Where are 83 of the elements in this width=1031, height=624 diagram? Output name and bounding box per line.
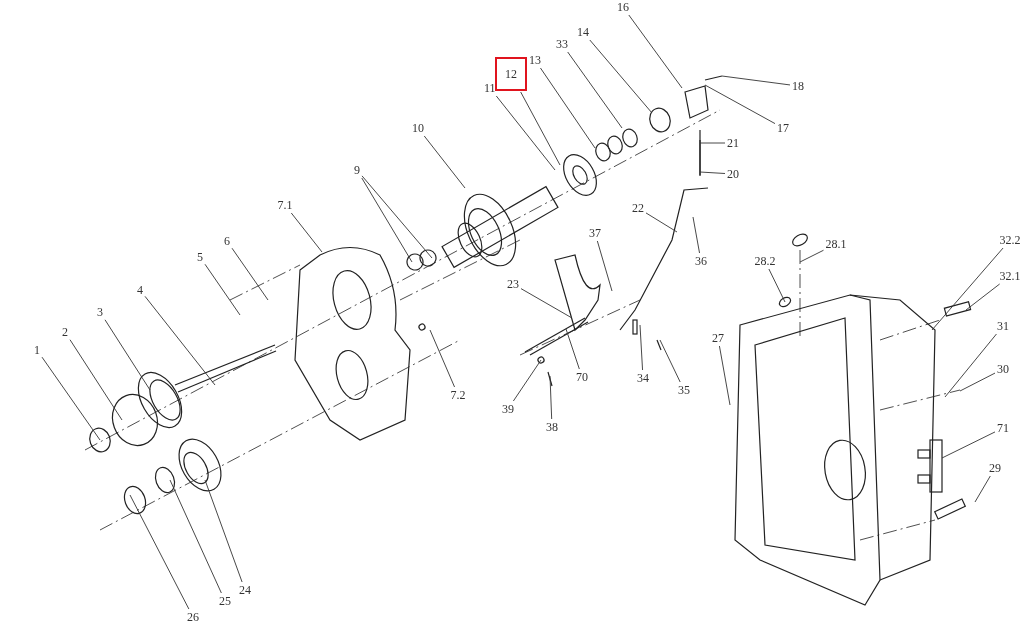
callout-number: 71 — [996, 421, 1010, 435]
leader-line — [512, 359, 542, 402]
callout-number: 7.1 — [276, 198, 294, 212]
leader-line — [718, 345, 731, 406]
leader-line — [704, 84, 776, 125]
leader-line — [596, 240, 613, 292]
callout-number: 32.1 — [998, 269, 1022, 283]
callout-number: 35 — [677, 383, 691, 397]
callout-number: 39 — [501, 402, 515, 416]
callout-number: 17 — [776, 121, 790, 135]
leader-line — [699, 142, 726, 144]
callout-number: 18 — [791, 79, 805, 93]
leader-line — [361, 177, 413, 263]
leader-line — [931, 247, 1004, 331]
leader-line — [144, 295, 216, 386]
callout-number: 34 — [636, 371, 650, 385]
leader-line — [290, 212, 323, 253]
callout-number: 32.2 — [998, 233, 1022, 247]
leader-line — [540, 67, 596, 149]
leader-line — [104, 319, 151, 391]
leader-line — [520, 91, 561, 166]
leader-line — [429, 329, 455, 388]
leader-line — [799, 249, 824, 263]
leader-line — [768, 268, 786, 303]
leader-line — [645, 212, 678, 233]
leader-line — [520, 288, 573, 319]
callout-number: 6 — [223, 234, 231, 248]
callout-number: 30 — [996, 362, 1010, 376]
callout-number: 16 — [616, 0, 630, 14]
leader-line — [589, 39, 653, 114]
leader-line — [169, 479, 222, 594]
leader-line — [959, 372, 996, 392]
callout-number: 31 — [996, 319, 1010, 333]
leader-line — [567, 51, 623, 129]
callout-number: 14 — [576, 25, 590, 39]
leader-line — [204, 263, 241, 316]
leader-line — [692, 216, 700, 254]
callout-number: 26 — [186, 610, 200, 624]
callout-number: 12 — [495, 57, 527, 91]
leader-line — [721, 75, 791, 86]
leader-line — [941, 431, 996, 459]
callout-number: 22 — [631, 201, 645, 215]
callout-number: 25 — [218, 594, 232, 608]
callout-number: 29 — [988, 461, 1002, 475]
callout-number: 13 — [528, 53, 542, 67]
leader-line — [69, 339, 123, 421]
leader-line — [41, 356, 101, 441]
leader-line — [423, 135, 466, 189]
callout-number: 10 — [411, 121, 425, 135]
callout-number: 4 — [136, 283, 144, 297]
callout-number: 23 — [506, 277, 520, 291]
leader-line — [944, 333, 997, 398]
callout-number: 28.1 — [824, 237, 848, 251]
callout-number: 2 — [61, 325, 69, 339]
leader-line — [565, 328, 580, 370]
callout-number: 37 — [588, 226, 602, 240]
leader-line — [549, 375, 553, 420]
leader-line — [204, 479, 243, 583]
leader-line — [699, 171, 726, 174]
leader-line — [639, 324, 643, 371]
callout-number: 21 — [726, 136, 740, 150]
callout-number: 5 — [196, 250, 204, 264]
leader-line — [628, 14, 683, 89]
callout-number: 3 — [96, 305, 104, 319]
leader-line — [659, 339, 681, 383]
callout-number: 7.2 — [449, 388, 467, 402]
callout-number: 1 — [33, 343, 41, 357]
leader-line — [361, 175, 433, 259]
callout-number: 20 — [726, 167, 740, 181]
leader-line — [129, 494, 190, 610]
leader-line — [495, 95, 556, 171]
leader-line — [974, 475, 991, 503]
callout-number: 27 — [711, 331, 725, 345]
callout-number: 38 — [545, 420, 559, 434]
callout-number: 70 — [575, 370, 589, 384]
callout-number: 28.2 — [753, 254, 777, 268]
callout-number: 33 — [555, 37, 569, 51]
callout-number: 36 — [694, 254, 708, 268]
leader-line — [965, 283, 1001, 311]
leader-line — [231, 247, 269, 301]
callout-number: 24 — [238, 583, 252, 597]
callout-number: 11 — [483, 81, 497, 95]
callout-number: 9 — [353, 163, 361, 177]
